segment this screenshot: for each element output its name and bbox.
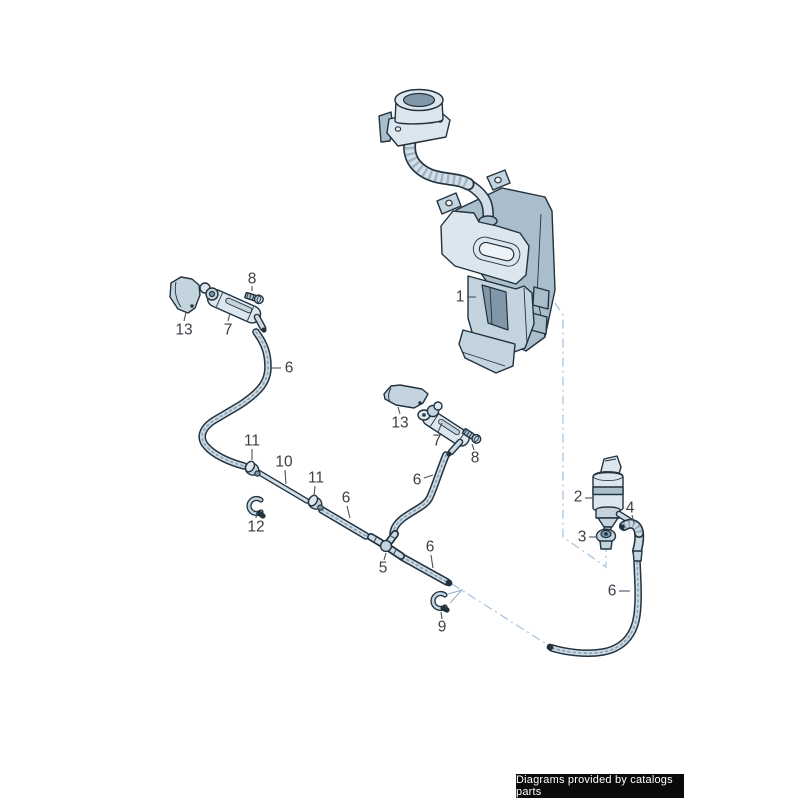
callout-7: 7 (224, 312, 233, 339)
clip-9 (430, 590, 450, 613)
callout-leader-line (183, 311, 187, 322)
callout-2: 2 (574, 489, 594, 506)
callout-4: 4 (626, 500, 635, 524)
callout-leader-line (313, 485, 316, 497)
callout-leader-line (423, 474, 434, 479)
callout-label: 7 (433, 433, 442, 450)
callout-label: 4 (626, 500, 635, 517)
callout-leader-line (346, 505, 351, 519)
callout-8: 8 (248, 271, 257, 291)
callout-leader-line (437, 422, 443, 433)
callout-label: 12 (247, 519, 264, 536)
callout-13: 13 (175, 311, 193, 339)
construction-lines (447, 302, 607, 646)
callout-leader-line (397, 406, 401, 415)
callout-leader-line (383, 552, 387, 561)
callout-6: 6 (608, 583, 630, 600)
callout-label: 11 (244, 433, 260, 450)
callout-leader-line (440, 611, 443, 620)
connector-11-right (307, 494, 324, 511)
catalog-watermark-badge: Diagrams provided by catalogs parts (516, 774, 684, 798)
callout-label: 6 (285, 360, 294, 377)
reservoir-assembly (378, 88, 556, 374)
callout-label: 11 (308, 470, 324, 487)
callout-13: 13 (391, 406, 409, 432)
callout-11: 11 (308, 470, 324, 497)
callout-1: 1 (456, 289, 476, 306)
callout-leader-line (255, 510, 258, 519)
callout-leader-line (631, 514, 635, 524)
hose-connector-to-tee (322, 510, 366, 536)
callout-label: 3 (578, 529, 587, 546)
nozzle-jet-middle (417, 401, 470, 457)
callout-8: 8 (471, 443, 480, 467)
hose-middle-nozzle (393, 455, 446, 535)
callout-6: 6 (413, 472, 434, 489)
callout-12: 12 (247, 510, 265, 536)
callout-label: 8 (471, 450, 480, 467)
hose-tee-outlet (402, 557, 453, 587)
screw-8-left (244, 291, 264, 305)
connector-11-left (244, 460, 261, 477)
callout-5: 5 (379, 552, 388, 577)
callout-6: 6 (270, 360, 293, 377)
construction-line (554, 302, 607, 569)
callout-leader-line (227, 312, 231, 322)
callout-11: 11 (244, 433, 260, 460)
callout-leader-line (430, 554, 434, 569)
callout-label: 6 (342, 490, 351, 507)
filler-neck (378, 88, 451, 147)
callout-9: 9 (438, 611, 447, 636)
callout-leader-line (284, 469, 287, 485)
callout-layer: 1 8 13 7 6 13 7 8 6 11 10 11 12 6 5 6 9 2 3 4 6 (175, 271, 634, 636)
badge-text: Diagrams provided by catalogs parts (516, 774, 673, 798)
callout-label: 8 (248, 271, 257, 288)
tee-connector (367, 530, 405, 560)
callout-label: 7 (224, 322, 233, 339)
elbow-connector (619, 524, 642, 562)
clip-12 (246, 495, 266, 519)
construction-line (451, 583, 549, 646)
callout-label: 10 (275, 454, 293, 471)
callout-label: 6 (608, 583, 617, 600)
callout-label: 1 (456, 289, 465, 306)
cap-13-middle (383, 384, 429, 409)
screw-8-middle (461, 428, 482, 444)
callout-leader-line (471, 443, 475, 451)
cap-13-left (169, 276, 201, 314)
hose-pump (546, 562, 639, 653)
callout-label: 6 (426, 539, 435, 556)
callout-label: 13 (175, 322, 192, 339)
washer-pump (592, 455, 634, 539)
callout-label: 2 (574, 489, 583, 506)
callout-6: 6 (426, 539, 435, 569)
washer-hoses (202, 332, 638, 653)
pump-grommet (595, 528, 617, 550)
callout-10: 10 (275, 454, 293, 485)
callout-label: 5 (379, 560, 388, 577)
callout-label: 13 (391, 415, 408, 432)
nozzle-jet-left (199, 282, 267, 333)
connecting-pipe (258, 472, 307, 501)
callout-label: 9 (438, 619, 447, 636)
reservoir-tank (440, 210, 535, 374)
clip-pointer-line (447, 589, 464, 604)
callout-7: 7 (433, 422, 443, 450)
callout-6: 6 (342, 490, 351, 519)
callout-3: 3 (578, 529, 597, 546)
callout-label: 6 (413, 472, 422, 489)
